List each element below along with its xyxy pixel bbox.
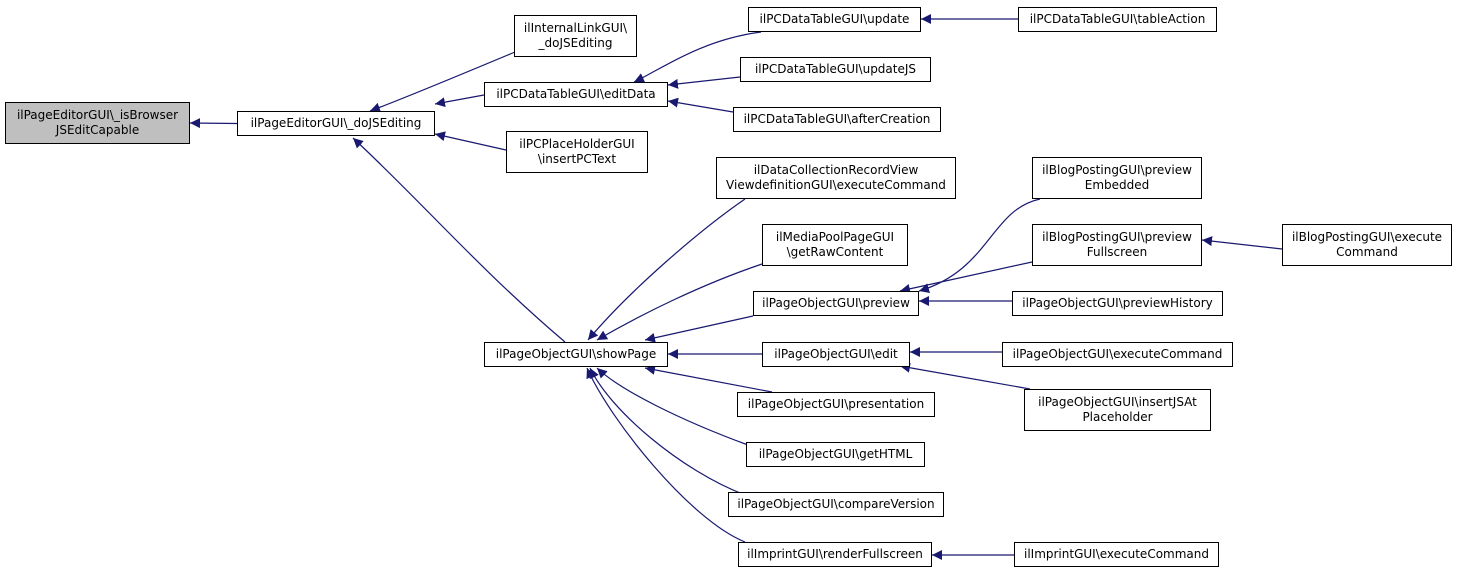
node-label: ilPageObjectGUI\insertJSAt xyxy=(1038,395,1197,409)
node-label: \getRawContent xyxy=(786,245,884,259)
node-label: Fullscreen xyxy=(1086,245,1148,259)
edge-n8-n3 xyxy=(667,97,734,113)
node-label: ilPageEditorGUI\_isBrowser xyxy=(16,108,179,122)
edge-n16-n5 xyxy=(586,367,746,543)
edge-n10-n5 xyxy=(596,263,763,341)
node-label: ilPCDataTableGUI\editData xyxy=(496,87,656,101)
node-label: ilInternalLinkGUI\ xyxy=(523,21,628,35)
edge-n4-n1 xyxy=(434,131,507,151)
node-label: ilPCDataTableGUI\update xyxy=(759,12,910,26)
function-node[interactable]: ilPCDataTableGUI\tableAction xyxy=(1018,7,1217,32)
edge-n13-n5 xyxy=(644,364,773,393)
function-node[interactable]: ilImprintGUI\executeCommand xyxy=(1014,542,1219,567)
function-node[interactable]: ilPageObjectGUI\compareVersion xyxy=(728,492,944,517)
edge-n9-n5 xyxy=(587,198,746,341)
node-label: ilMediaPoolPageGUI xyxy=(775,230,895,244)
node-label: ilPCDataTableGUI\afterCreation xyxy=(743,112,931,126)
node-label: ilPageObjectGUI\edit xyxy=(774,347,898,361)
node-label: ilPageObjectGUI\showPage xyxy=(495,347,657,361)
edge-n24-n19 xyxy=(1201,236,1283,250)
function-node[interactable]: ilPageObjectGUI\preview xyxy=(753,291,919,316)
node-label: JSEditCapable xyxy=(55,123,140,137)
node-label: ilPCPlaceHolderGUI xyxy=(519,137,635,151)
node-label: ViewdefinitionGUI\executeCommand xyxy=(726,178,946,192)
function-node[interactable]: ilPCPlaceHolderGUI\insertPCText xyxy=(506,131,648,173)
node-label: Embedded xyxy=(1084,178,1150,192)
edge-n22-n12 xyxy=(899,362,1031,390)
edge-n18-n11 xyxy=(918,198,1041,293)
function-node[interactable]: ilPageObjectGUI\executeCommand xyxy=(1002,342,1233,367)
node-label: ilDataCollectionRecordView xyxy=(753,163,919,177)
node-label: ilPageObjectGUI\presentation xyxy=(747,397,925,411)
node-label: ilImprintGUI\renderFullscreen xyxy=(747,547,923,561)
node-label: ilBlogPostingGUI\preview xyxy=(1042,230,1192,244)
function-node[interactable]: ilPageObjectGUI\getHTML xyxy=(746,442,925,467)
edge-n6-n3 xyxy=(633,31,762,83)
edge-n19-n11 xyxy=(899,261,1033,294)
function-node[interactable]: ilMediaPoolPageGUI\getRawContent xyxy=(762,224,908,266)
node-label: ilPCDataTableGUI\updateJS xyxy=(754,62,917,76)
function-node[interactable]: ilPageObjectGUI\showPage xyxy=(484,342,668,367)
edge-n14-n5 xyxy=(596,367,749,446)
function-node[interactable]: ilPCDataTableGUI\editData xyxy=(484,82,668,107)
edge-n15-n5 xyxy=(589,367,746,496)
function-node[interactable]: ilPageObjectGUI\presentation xyxy=(737,392,935,417)
node-label: ilPageEditorGUI\_doJSEditing xyxy=(250,116,422,130)
edge-n11-n5 xyxy=(644,315,754,343)
function-node[interactable]: ilPageObjectGUI\edit xyxy=(762,342,910,367)
function-node[interactable]: ilImprintGUI\renderFullscreen xyxy=(738,542,932,567)
node-label: ilImprintGUI\executeCommand xyxy=(1023,547,1209,561)
function-node[interactable]: ilPCDataTableGUI\updateJS xyxy=(740,57,931,82)
function-node[interactable]: ilInternalLinkGUI\_doJSEditing xyxy=(514,15,637,57)
node-label: Placeholder xyxy=(1082,410,1153,424)
node-label: ilPageObjectGUI\compareVersion xyxy=(737,497,935,511)
edge-n1-n0 xyxy=(189,118,238,129)
node-label: ilPageObjectGUI\getHTML xyxy=(758,447,913,461)
function-node[interactable]: ilPCDataTableGUI\update xyxy=(748,7,921,32)
edge-n3-n1 xyxy=(434,94,485,108)
node-label: ilPageObjectGUI\executeCommand xyxy=(1012,347,1223,361)
function-node[interactable]: ilPCDataTableGUI\afterCreation xyxy=(733,107,941,132)
function-node[interactable]: ilPageObjectGUI\previewHistory xyxy=(1012,291,1223,316)
node-label: Command xyxy=(1336,245,1398,259)
node-label: \insertPCText xyxy=(537,152,617,166)
node-label: ilPageObjectGUI\preview xyxy=(762,296,910,310)
edge-n7-n3 xyxy=(667,76,741,89)
function-node[interactable]: ilPageEditorGUI\_doJSEditing xyxy=(237,111,435,136)
node-label: ilPageObjectGUI\previewHistory xyxy=(1022,296,1213,310)
node-label: ilBlogPostingGUI\preview xyxy=(1042,163,1192,177)
node-label: ilPCDataTableGUI\tableAction xyxy=(1029,12,1206,26)
edge-n2-n1 xyxy=(369,51,516,113)
node-label: _doJSEditing xyxy=(538,36,613,50)
edge-n5-n1 xyxy=(352,137,566,343)
node-label: ilBlogPostingGUI\execute xyxy=(1291,230,1443,244)
